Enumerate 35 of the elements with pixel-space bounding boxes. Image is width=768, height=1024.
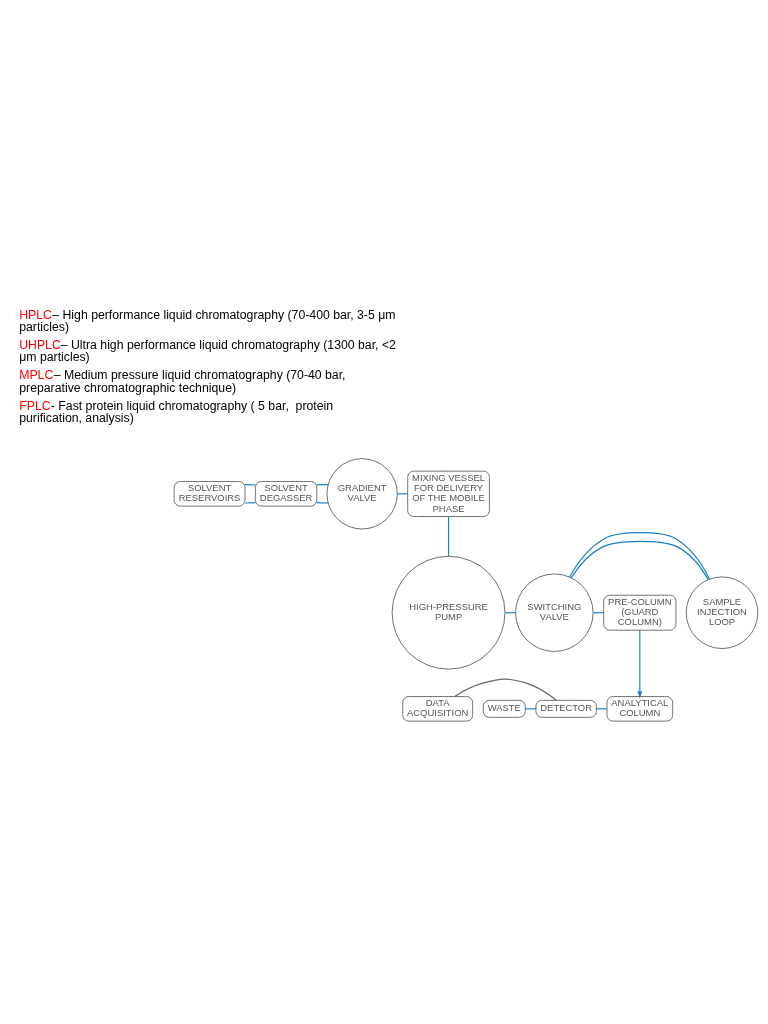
node-box: DETECTOR bbox=[535, 699, 597, 718]
label: – Medium pressure liquid chromatography (70-40 bar, bbox=[53, 368, 346, 383]
connector bbox=[447, 516, 450, 557]
connector bbox=[244, 502, 256, 504]
node-box: SOLVENT RESERVOIRS bbox=[173, 481, 246, 507]
label: – Ultra high performance liquid chromatography (1300 bar, <2 bbox=[60, 338, 396, 353]
node-box: ANALYTICAL COLUMN bbox=[606, 696, 674, 722]
label: HPLC bbox=[19, 307, 52, 322]
connector bbox=[570, 540, 709, 581]
node-circle: HIGH-PRESSURE PUMP bbox=[391, 555, 506, 670]
label: μm particles) bbox=[19, 350, 90, 365]
connector bbox=[524, 708, 537, 710]
label: UHPLC bbox=[19, 338, 61, 353]
connector bbox=[504, 612, 517, 614]
label: FPLC bbox=[19, 398, 51, 413]
arrow bbox=[637, 629, 643, 699]
node-circle: GRADIENT VALVE bbox=[326, 458, 398, 530]
node-box: WASTE bbox=[482, 699, 526, 718]
label: MPLC bbox=[19, 368, 54, 383]
connector bbox=[316, 502, 329, 504]
connector bbox=[592, 612, 605, 614]
node-box: DATA ACQUISITION bbox=[402, 696, 474, 722]
label: particles) bbox=[19, 320, 69, 335]
connector bbox=[568, 532, 711, 580]
connector bbox=[454, 678, 557, 701]
connector bbox=[396, 493, 409, 495]
label: – High performance liquid chromatography (70-400 bar, 3-5 μm bbox=[52, 307, 396, 322]
connector bbox=[316, 484, 329, 486]
label: - Fast protein liquid chromatography ( 5 bar, protein bbox=[50, 398, 334, 413]
node-box: PRE-COLUMN (GUARD COLUMN) bbox=[603, 594, 677, 631]
node-circle: SAMPLE INJECTION LOOP bbox=[685, 576, 759, 649]
node-box: MIXING VESSEL FOR DELIVERY OF THE MOBILE PHASE bbox=[407, 470, 490, 517]
connector bbox=[244, 484, 256, 486]
node-box: SOLVENT DEGASSER bbox=[254, 481, 318, 507]
node-circle: SWITCHING VALVE bbox=[515, 573, 594, 652]
